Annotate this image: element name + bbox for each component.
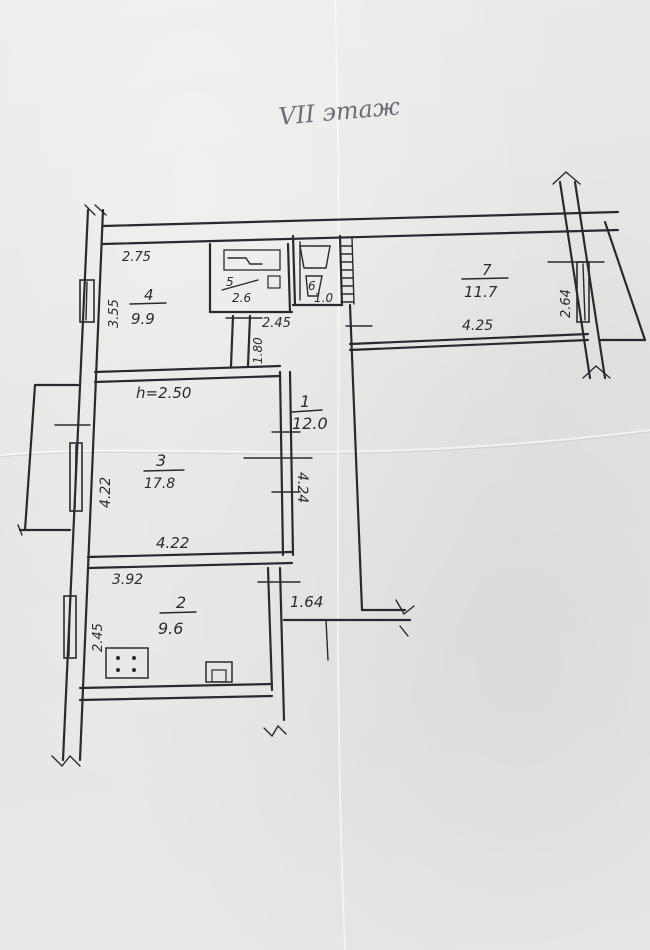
room7-window	[576, 261, 590, 323]
room-7-label: 7 11.7	[461, 261, 509, 301]
dim-hall-short: 1.64	[290, 593, 323, 611]
room-7-number: 7	[482, 261, 492, 279]
room-5-area: 2.6	[232, 291, 251, 305]
room-6-area: 1.0	[314, 291, 333, 305]
left-windows	[63, 279, 95, 659]
dim-corridor-width: 2.45	[262, 316, 291, 331]
exterior-walls	[51, 171, 647, 768]
kitchen-fixtures	[105, 647, 233, 683]
dim-room7-width: 4.25	[462, 318, 493, 334]
room-4-number: 4	[144, 286, 154, 304]
paper-crease	[0, 429, 650, 456]
room-5-label: 5 2.6	[221, 275, 259, 305]
dim-hall-length: 4.24	[294, 472, 310, 503]
dim-room4-width: 2.75	[122, 250, 151, 265]
room-6-label: 6 1.0	[308, 279, 333, 305]
room-4-area: 9.9	[131, 310, 155, 328]
room-6-number: 6	[308, 279, 316, 293]
room-3-label: 3 17.8	[143, 451, 185, 492]
dim-room4-depth: 3.55	[107, 299, 122, 328]
room-5-number: 5	[226, 275, 234, 289]
room-4-label: 4 9.9	[129, 286, 167, 328]
room-2-label: 2 9.6	[158, 593, 197, 638]
interior-walls	[78, 234, 415, 738]
dimension-labels: 2.75 3.55 2.45 1.80 h=2.50 4.22 4.22 4.2…	[91, 250, 574, 652]
room-2-number: 2	[176, 593, 186, 612]
room-3-area: 17.8	[144, 476, 175, 492]
room-1-label: 1 12.0	[291, 392, 328, 433]
dim-room7-depth: 2.64	[559, 289, 574, 318]
dim-room3-depth: 4.22	[98, 477, 114, 508]
dim-room3-width: 4.22	[156, 534, 189, 552]
room-7-area: 11.7	[464, 283, 498, 301]
room-1-number: 1	[300, 392, 310, 411]
dim-corridor-niche: 1.80	[251, 337, 265, 364]
paper-crease-vertical	[334, 0, 346, 950]
floor-note: VII этаж	[277, 92, 401, 131]
dim-kitchen-width: 3.92	[112, 572, 143, 588]
dim-kitchen-depth: 2.45	[91, 623, 106, 652]
door-marks	[54, 261, 605, 583]
room-labels: 1 12.0 2 9.6 3 17.8 4 9.9 5 2.6 6 1.0	[129, 261, 509, 638]
room-2-area: 9.6	[158, 619, 183, 638]
room-1-area: 12.0	[292, 414, 328, 433]
balcony	[17, 383, 80, 536]
dim-ceiling-height: h=2.50	[136, 384, 191, 402]
room-3-number: 3	[156, 451, 166, 470]
paper-crease-shadow	[0, 431, 650, 458]
